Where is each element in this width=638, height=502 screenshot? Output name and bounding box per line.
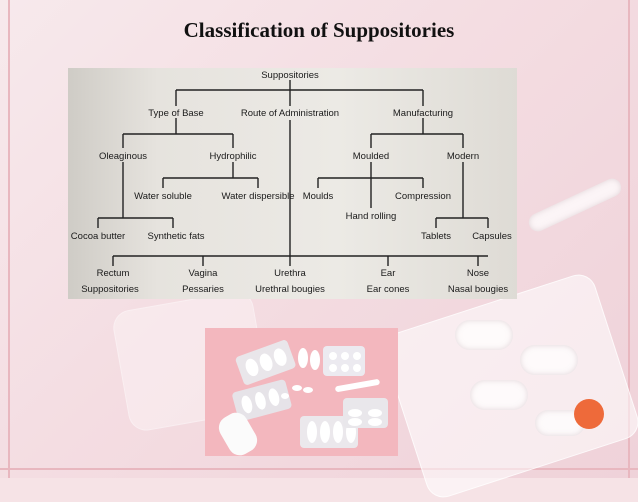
node-form-ear-cones: Ear cones: [367, 284, 410, 295]
node-moulds: Moulds: [303, 191, 334, 202]
frame-left-line: [8, 0, 10, 478]
node-form-nasal-bougies: Nasal bougies: [448, 284, 508, 295]
background-pill: [470, 380, 528, 410]
slide-title: Classification of Suppositories: [183, 18, 455, 42]
node-type-of-base: Type of Base: [148, 108, 203, 119]
node-form-urethral-bougies: Urethral bougies: [255, 284, 325, 295]
node-compression: Compression: [395, 191, 451, 202]
node-cocoa-butter: Cocoa butter: [71, 231, 125, 242]
pad: [218, 412, 258, 456]
pill: [298, 348, 308, 368]
node-route-nose: Nose: [467, 268, 489, 279]
background-pill: [455, 320, 513, 350]
node-route-rectum: Rectum: [97, 268, 130, 279]
classification-diagram: Suppositories Type of Base Route of Admi…: [68, 68, 517, 299]
diagram-svg: Suppositories Type of Base Route of Admi…: [71, 70, 512, 295]
pill: [303, 387, 313, 393]
applicator: [335, 379, 380, 392]
diagram-edges: [97, 80, 489, 266]
node-hydrophilic: Hydrophilic: [210, 151, 257, 162]
suppository-products-photo: [205, 328, 398, 456]
node-route-ear: Ear: [381, 268, 396, 279]
node-route-of-administration: Route of Administration: [241, 108, 339, 119]
blister-strip: [232, 379, 292, 422]
node-water-dispersible: Water dispersible: [221, 191, 294, 202]
accent-dot: [574, 399, 604, 429]
node-route-vagina: Vagina: [189, 268, 219, 279]
blister-strip: [323, 346, 365, 376]
node-modern: Modern: [447, 151, 479, 162]
node-moulded: Moulded: [353, 151, 389, 162]
node-water-soluble: Water soluble: [134, 191, 192, 202]
node-form-pessaries: Pessaries: [182, 284, 224, 295]
background-pill: [520, 345, 578, 375]
pill: [292, 385, 302, 391]
node-root: Suppositories: [261, 70, 319, 81]
node-manufacturing: Manufacturing: [393, 108, 453, 119]
node-synthetic-fats: Synthetic fats: [147, 231, 204, 242]
node-capsules: Capsules: [472, 231, 512, 242]
pill: [281, 393, 289, 399]
pill: [310, 350, 320, 370]
node-form-suppositories: Suppositories: [81, 284, 139, 295]
node-hand-rolling: Hand rolling: [346, 211, 397, 222]
node-route-urethra: Urethra: [274, 268, 306, 279]
node-oleaginous: Oleaginous: [99, 151, 147, 162]
blister-strip: [343, 398, 388, 428]
node-tablets: Tablets: [421, 231, 451, 242]
products-illustration: [218, 340, 388, 456]
blister-strip: [235, 340, 296, 385]
background-applicator: [525, 175, 625, 235]
frame-bottom-line: [0, 468, 638, 470]
frame-right-line: [628, 0, 630, 478]
